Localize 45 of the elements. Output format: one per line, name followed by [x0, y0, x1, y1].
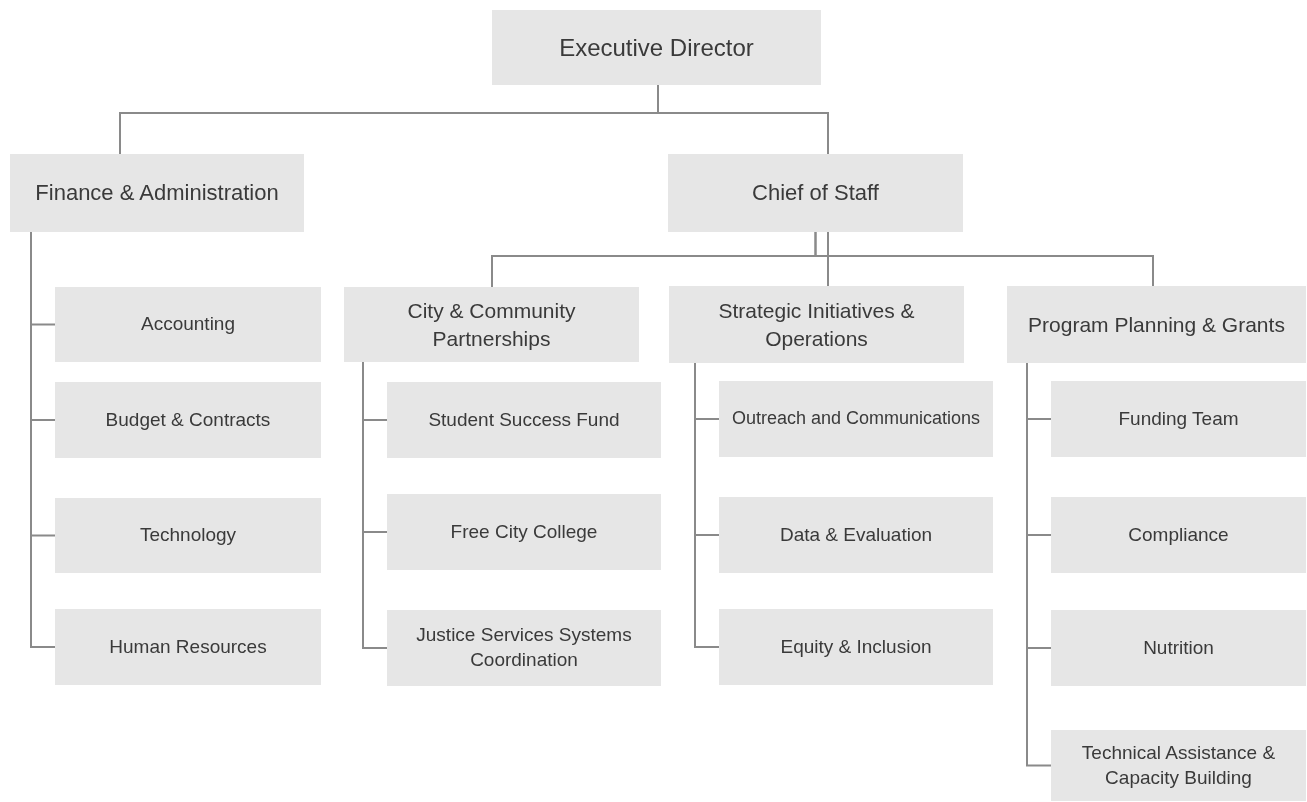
- org-box: [387, 382, 661, 458]
- connector-line: [694, 362, 720, 648]
- connector-line: [827, 231, 829, 287]
- box-label: Funding Team: [1118, 406, 1239, 431]
- connector-line: [362, 361, 388, 649]
- box-label: Equity & Inclusion: [780, 634, 932, 659]
- box-label: Accounting: [141, 312, 235, 337]
- box-label: Free City College: [450, 519, 598, 544]
- box-label: Outreach and Communications: [731, 407, 981, 431]
- org-box: [55, 382, 321, 458]
- box-label: Technical Assistance & Capacity Building: [1080, 740, 1277, 790]
- org-box: [719, 609, 993, 685]
- box-label: Program Planning & Grants: [1028, 311, 1285, 338]
- box-label: Nutrition: [1143, 635, 1214, 660]
- org-box: [1051, 730, 1306, 801]
- org-box: [669, 286, 964, 363]
- org-box: [10, 154, 304, 232]
- box-label: Human Resources: [109, 634, 267, 659]
- org-box: [1051, 610, 1306, 686]
- box-label: Technology: [139, 523, 237, 548]
- org-box: [55, 609, 321, 685]
- box-label: Student Success Fund: [428, 407, 620, 432]
- org-box: [55, 498, 321, 573]
- connector-line: [657, 84, 829, 155]
- org-box: [387, 494, 661, 570]
- box-label: Budget & Contracts: [105, 407, 271, 432]
- box-label: Compliance: [1128, 522, 1229, 547]
- org-box: [344, 287, 639, 362]
- org-box: [719, 497, 993, 573]
- org-box: [719, 381, 993, 457]
- org-box: [668, 154, 963, 232]
- box-label: Justice Services Systems Coordination: [415, 623, 633, 672]
- org-box: [1051, 381, 1306, 457]
- box-label: Executive Director: [559, 32, 754, 63]
- org-box: [387, 610, 661, 686]
- org-box: [1051, 497, 1306, 573]
- box-label: Chief of Staff: [752, 178, 879, 207]
- org-box: [55, 287, 321, 362]
- org-box: [492, 10, 821, 85]
- box-label: Data & Evaluation: [779, 522, 933, 547]
- connector-line: [814, 231, 1154, 287]
- box-label: City & Community Partnerships: [406, 298, 577, 352]
- box-label: Finance & Administration: [35, 178, 279, 207]
- org-box: [1007, 286, 1306, 363]
- box-label: Strategic Initiatives & Operations: [717, 298, 916, 352]
